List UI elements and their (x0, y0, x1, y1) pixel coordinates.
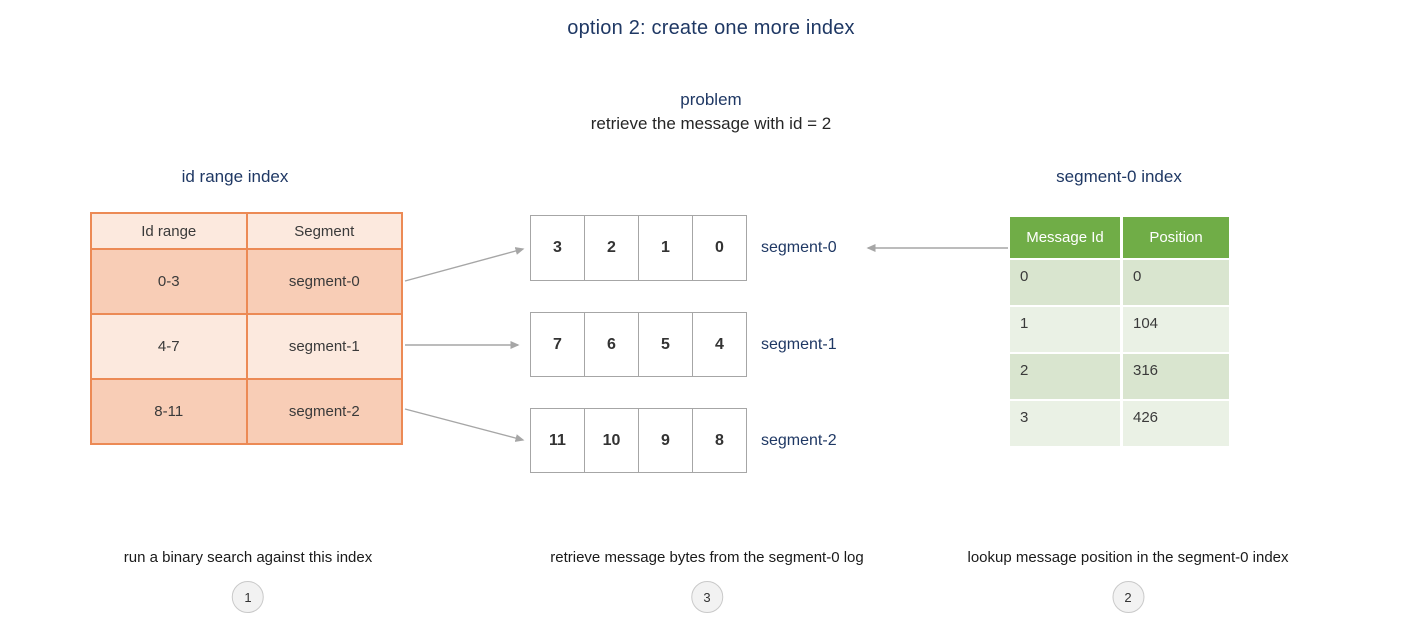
step-3-badge: 3 (690, 581, 723, 613)
id-range-index-heading: id range index (181, 167, 289, 186)
message-id-cell: 0 (1010, 260, 1120, 305)
problem-text: retrieve the message with id = 2 (590, 114, 832, 133)
problem-heading: problem (680, 90, 742, 109)
position-cell: 316 (1123, 354, 1229, 399)
step-2-caption: lookup message position in the segment-0… (967, 549, 1289, 566)
step-3-caption: retrieve message bytes from the segment-… (550, 549, 864, 566)
step-2-badge: 2 (1112, 581, 1144, 613)
message-id-column-header: Message Id (1010, 217, 1120, 258)
step-1-badge: 1 (231, 581, 264, 613)
log-cell: 6 (584, 312, 639, 377)
page-title: option 2: create one more index (567, 17, 855, 39)
segment-0-index-table: Message Id Position 0 0 1 104 2 316 3 42… (1010, 217, 1229, 446)
message-id-cell: 3 (1010, 401, 1120, 446)
segment-0-log: 3 2 1 0 segment-0 (530, 215, 837, 281)
segment-0-index-heading: segment-0 index (1056, 167, 1182, 186)
segment-1-log: 7 6 5 4 segment-1 (530, 312, 837, 377)
message-id-cell: 1 (1010, 307, 1120, 352)
log-cell: 9 (638, 408, 693, 473)
segment-cell: segment-0 (246, 249, 402, 314)
arrow-idrange-to-segment0 (404, 247, 525, 282)
log-cell: 7 (530, 312, 585, 377)
arrow-idrange-to-segment2 (404, 408, 525, 442)
position-cell: 0 (1123, 260, 1229, 305)
log-cell: 1 (638, 215, 693, 281)
segment-1-cells: 7 6 5 4 (530, 312, 747, 377)
segment-2-label: segment-2 (761, 431, 837, 449)
segment-cell: segment-1 (246, 314, 402, 379)
segment-1-label: segment-1 (761, 335, 837, 353)
segment-0-cells: 3 2 1 0 (530, 215, 747, 281)
log-cell: 10 (584, 408, 639, 473)
segment-2-cells: 11 10 9 8 (530, 408, 747, 473)
problem-block: problem retrieve the message with id = 2 (0, 88, 1422, 136)
log-cell: 3 (530, 215, 585, 281)
segment-0-label: segment-0 (761, 239, 837, 256)
segment-cell: segment-2 (246, 379, 402, 444)
id-range-cell: 4-7 (91, 314, 247, 379)
step-3: retrieve message bytes from the segment-… (550, 549, 864, 613)
log-cell: 11 (530, 408, 585, 473)
log-cell: 4 (692, 312, 747, 377)
log-cell: 0 (692, 215, 747, 281)
log-cell: 8 (692, 408, 747, 473)
position-column-header: Position (1123, 217, 1229, 258)
message-id-cell: 2 (1010, 354, 1120, 399)
id-range-index-table: Id range Segment 0-3 segment-0 4-7 segme… (90, 212, 403, 445)
segment-2-log: 11 10 9 8 segment-2 (530, 408, 837, 473)
position-cell: 104 (1123, 307, 1229, 352)
step-1: run a binary search against this index 1 (124, 549, 372, 613)
id-range-cell: 8-11 (91, 379, 247, 444)
id-range-cell: 0-3 (91, 249, 247, 314)
step-2: lookup message position in the segment-0… (967, 549, 1289, 613)
step-1-caption: run a binary search against this index (123, 549, 373, 566)
segment-column-header: Segment (246, 213, 402, 249)
id-range-column-header: Id range (91, 213, 247, 249)
log-cell: 2 (584, 215, 639, 281)
position-cell: 426 (1123, 401, 1229, 446)
log-cell: 5 (638, 312, 693, 377)
